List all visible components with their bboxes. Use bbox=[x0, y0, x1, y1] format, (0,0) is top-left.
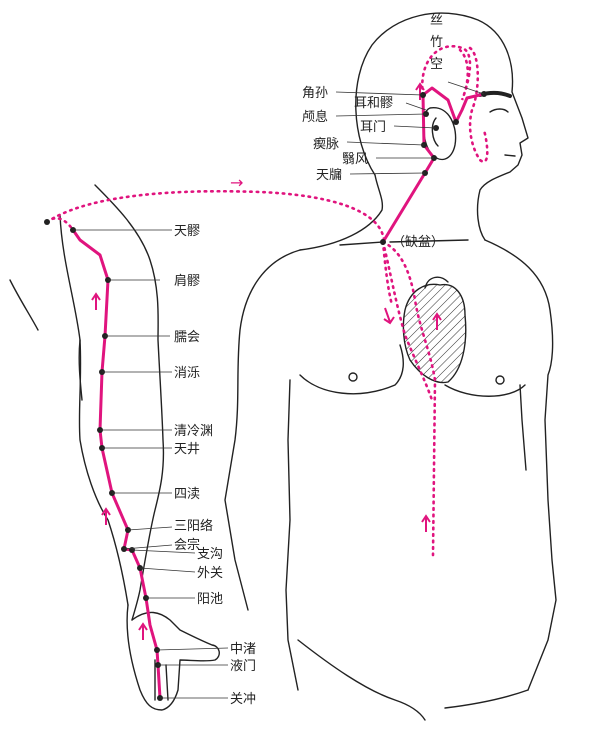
label-chimai: 瘈脉 bbox=[313, 136, 339, 152]
arm-outline-outer bbox=[94, 184, 165, 621]
hand-outline bbox=[126, 604, 220, 711]
leader-line bbox=[346, 141, 425, 146]
pelvis bbox=[297, 639, 529, 721]
leader-line bbox=[156, 647, 229, 651]
mouth-outline bbox=[504, 154, 516, 157]
dotted-shoulder-path bbox=[45, 189, 386, 242]
chest-right bbox=[444, 384, 526, 397]
dotted-face-path bbox=[468, 46, 489, 163]
meridian: → bbox=[45, 45, 489, 700]
label-ermen: 耳门 bbox=[360, 120, 386, 135]
heart-aorta bbox=[424, 276, 449, 289]
leader-line bbox=[335, 91, 424, 96]
arrow-right-icon: → bbox=[230, 173, 243, 192]
torso-side bbox=[78, 339, 83, 401]
label-quepen: （缺盆） bbox=[392, 235, 444, 250]
nipple-right bbox=[495, 375, 505, 385]
nipple-left bbox=[348, 372, 358, 382]
leader-line bbox=[131, 549, 196, 554]
acupoint-dot bbox=[44, 219, 50, 225]
leader-line bbox=[335, 113, 427, 117]
labels: 丝 竹 空 角孙 耳和髎 颅息 耳门 瘈脉 翳风 天牖 （缺盆） 天髎 肩髎 臑… bbox=[174, 13, 444, 707]
body-outline bbox=[9, 12, 557, 721]
label-erheliao: 耳和髎 bbox=[354, 96, 393, 111]
ear-inner bbox=[431, 117, 439, 147]
direction-arrows bbox=[91, 82, 442, 640]
label-sidu: 四渎 bbox=[174, 487, 200, 502]
neck-back bbox=[299, 174, 384, 251]
label-sizhukong-2: 竹 bbox=[430, 35, 443, 50]
label-sizhukong-3: 空 bbox=[430, 57, 443, 72]
label-xiaoluo: 消泺 bbox=[174, 366, 200, 381]
label-qinglengyuan: 清冷渊 bbox=[174, 424, 213, 439]
label-luxi: 颅息 bbox=[302, 109, 328, 125]
dotted-heart-path bbox=[381, 240, 437, 557]
label-guanchong: 关冲 bbox=[230, 692, 256, 707]
torso-right bbox=[484, 239, 557, 691]
leader-line bbox=[405, 102, 427, 111]
acupoint-dot bbox=[380, 239, 386, 245]
shoulder-back bbox=[9, 279, 39, 331]
label-huizong: 会宗 bbox=[174, 537, 200, 553]
dotted-ear-loop bbox=[420, 45, 472, 101]
label-waiguan: 外关 bbox=[197, 566, 223, 581]
label-yangchi: 阳池 bbox=[197, 592, 223, 607]
label-tianyou: 天牖 bbox=[316, 168, 342, 183]
left-flank bbox=[285, 379, 299, 691]
label-yifeng: 翳风 bbox=[342, 152, 368, 167]
chest-left bbox=[299, 344, 404, 395]
label-jiaosun: 角孙 bbox=[302, 86, 328, 101]
eye-outline bbox=[489, 108, 509, 113]
label-naohui: 臑会 bbox=[174, 330, 200, 345]
head-outline bbox=[355, 12, 529, 241]
right-arm-inner bbox=[519, 384, 527, 471]
arrow-down-icon bbox=[383, 307, 395, 325]
leader-line bbox=[127, 526, 173, 531]
label-zhongzhu: 中渚 bbox=[230, 642, 256, 657]
arrow-up-icon bbox=[91, 292, 101, 310]
label-sanyangluo: 三阳络 bbox=[174, 518, 213, 534]
arrow-up-icon bbox=[421, 514, 431, 532]
acupoint-dot bbox=[453, 119, 459, 125]
arrow-up-icon bbox=[101, 507, 111, 525]
dotted-chest-path bbox=[381, 240, 434, 402]
label-jianliao: 肩髎 bbox=[174, 273, 200, 289]
torso-left bbox=[224, 249, 301, 611]
label-sizhukong-1: 丝 bbox=[430, 13, 443, 28]
arrow-up-icon bbox=[432, 312, 442, 330]
arm-meridian-line bbox=[71, 228, 162, 700]
collarbone-left bbox=[339, 241, 384, 246]
leader-lines bbox=[73, 81, 485, 699]
leader-line bbox=[123, 544, 173, 550]
finger-lines bbox=[154, 659, 169, 701]
head-meridian-line bbox=[381, 86, 486, 244]
leader-line bbox=[139, 567, 196, 573]
heart-shape bbox=[402, 283, 467, 384]
dotted-heart-branch bbox=[381, 240, 394, 307]
label-zhigou: 支沟 bbox=[197, 547, 223, 562]
leader-line bbox=[349, 172, 426, 175]
leader-line bbox=[447, 81, 485, 95]
leader-line bbox=[393, 125, 437, 129]
label-tianliao: 天髎 bbox=[174, 224, 200, 239]
arm-outline-inner bbox=[59, 214, 129, 606]
collarbone-right bbox=[389, 239, 469, 243]
arrow-up-icon bbox=[138, 622, 148, 640]
label-tianjing: 天井 bbox=[174, 442, 200, 457]
arrow-up-icon bbox=[415, 82, 425, 100]
label-yemen: 液门 bbox=[230, 659, 256, 674]
